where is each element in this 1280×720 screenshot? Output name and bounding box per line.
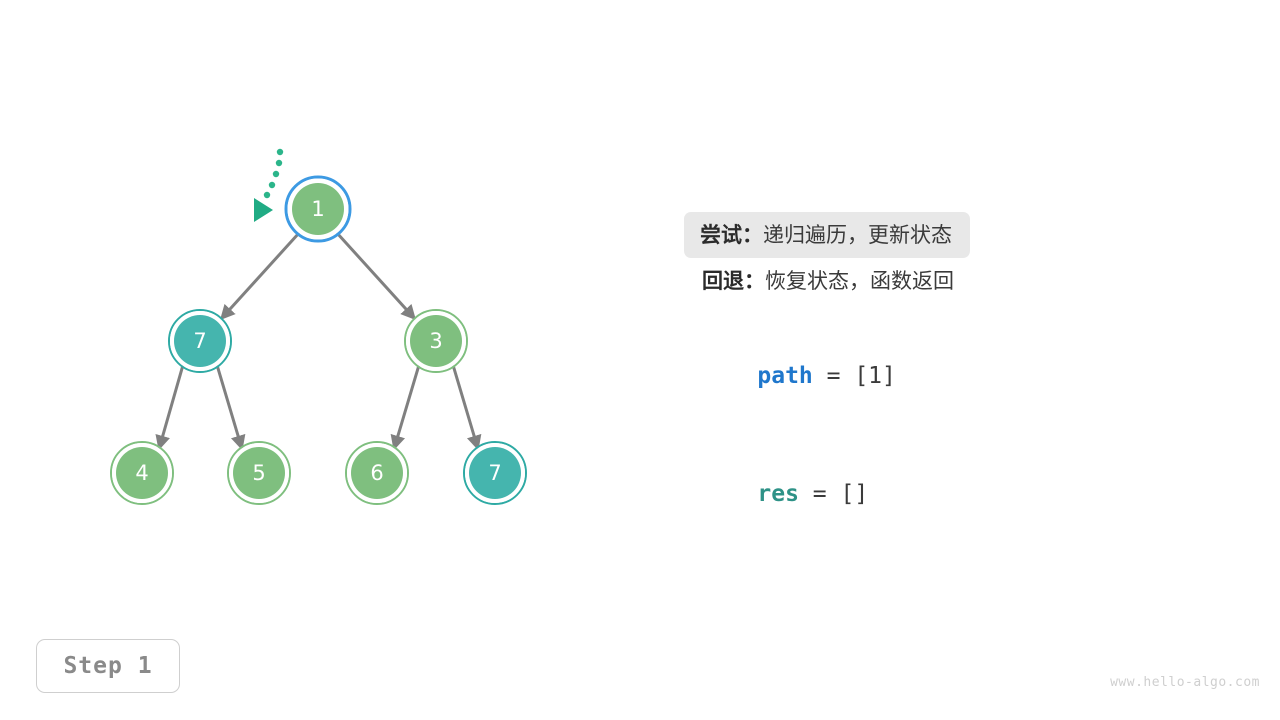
variable-value-path: = [1] [812,363,896,389]
node-body [351,447,403,499]
variable-res: res = [] [686,422,1246,507]
node-inner-gap [170,311,230,371]
node-outer-ring [227,441,291,505]
edge-3-7 [451,364,482,451]
tree-node-3[interactable]: 3 [404,309,468,373]
tree-nodes: 1 7 3 4 5 [110,175,527,505]
node-inner-gap [347,443,407,503]
node-label: 6 [370,461,383,485]
variable-name-path: path [757,363,813,389]
edge-3-6 [390,364,421,451]
node-inner-gap [465,443,525,503]
edge-1-7 [219,231,301,321]
node-outer-ring [284,175,352,243]
variable-value-res: = [] [798,481,869,507]
step-badge: Step 1 [36,639,180,693]
tree-node-7-right[interactable]: 7 [463,441,527,505]
edge-7-4 [155,364,185,451]
traversal-pointer [254,148,284,222]
node-label: 3 [429,329,442,353]
info-text-backtrack: 恢复状态，函数返回 [765,269,954,293]
node-inner-gap [406,311,466,371]
edge-7-5 [215,364,246,451]
pointer-dot [268,181,276,189]
node-outer-ring [110,441,174,505]
pointer-dot [272,170,280,178]
node-outer-ring [463,441,527,505]
node-body [116,447,168,499]
tree-node-1[interactable]: 1 [284,175,352,243]
node-inner-gap [112,443,172,503]
node-body [174,315,226,367]
node-body [233,447,285,499]
info-line-try: 尝试：递归遍历，更新状态 [684,212,970,258]
info-label-try: 尝试： [700,223,763,247]
node-inner-gap [229,443,289,503]
tree-edges [155,231,482,451]
pointer-dot [275,159,283,167]
node-label: 1 [311,197,324,221]
info-line-backtrack: 回退：恢复状态，函数返回 [686,258,1246,304]
info-text-try: 递归遍历，更新状态 [763,223,952,247]
tree-node-6[interactable]: 6 [345,441,409,505]
pointer-dot [276,148,284,156]
tree-node-7-left[interactable]: 7 [168,309,232,373]
node-label: 7 [193,329,206,353]
node-outer-ring [404,309,468,373]
node-body [292,183,344,235]
pointer-arrowhead [254,198,273,222]
variable-name-res: res [757,481,799,507]
node-body [469,447,521,499]
node-body [410,315,462,367]
tree-node-5[interactable]: 5 [227,441,291,505]
algorithm-info-panel: 尝试：递归遍历，更新状态 回退：恢复状态，函数返回 path = [1] res… [684,212,1246,507]
pointer-dot [263,191,271,199]
edge-1-3 [335,231,417,321]
node-outer-ring [345,441,409,505]
tree-node-4[interactable]: 4 [110,441,174,505]
step-badge-label: Step 1 [63,653,153,679]
info-label-backtrack: 回退： [702,269,765,293]
node-label: 4 [135,461,148,485]
node-label: 5 [252,461,265,485]
variable-path: path = [1] [686,304,1246,389]
watermark: www.hello-algo.com [1110,675,1260,690]
binary-tree-diagram: 1 7 3 4 5 [110,148,527,505]
node-outer-ring [168,309,232,373]
node-label: 7 [488,461,501,485]
node-inner-gap [287,178,349,240]
